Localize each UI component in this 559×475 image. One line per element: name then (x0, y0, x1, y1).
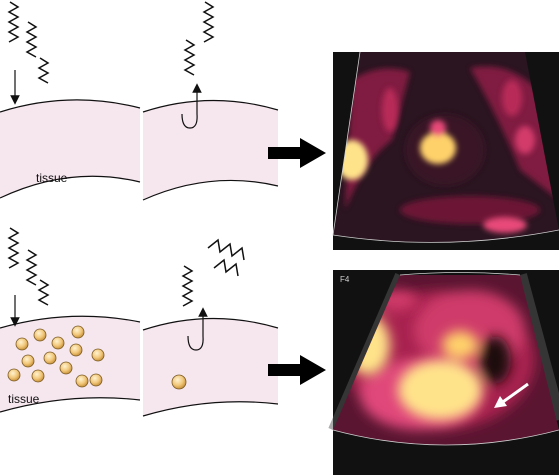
incident-wave-icon (25, 249, 38, 286)
sector-outline (332, 429, 559, 446)
tissue-label: tissue (36, 171, 68, 185)
frame-label: F4 (340, 275, 350, 284)
pointer-arrow-icon (499, 382, 529, 406)
incident-wave-icon (7, 1, 20, 43)
sector-outline (332, 51, 559, 243)
microbubble (75, 374, 89, 388)
panel-bubble-reflection (142, 238, 279, 417)
echo-image-without-contrast (332, 51, 559, 250)
tissue-slab (143, 318, 278, 416)
microbubble (51, 336, 65, 350)
microbubble (69, 343, 83, 357)
microbubble (21, 354, 35, 368)
tissue-top-edge (142, 99, 279, 113)
panel-tissue-incoming: tissue (0, 1, 141, 199)
microbubble (43, 351, 57, 365)
pointer-arrow-head (494, 396, 507, 408)
echo-image-with-contrast: F4 (328, 270, 559, 475)
reflected-wave-icon (181, 265, 194, 307)
reflected-wave-icon (202, 1, 215, 43)
microbubble (59, 361, 73, 375)
microbubble (33, 328, 47, 342)
right-arrow-icon (268, 355, 326, 385)
tissue-top-edge (0, 99, 141, 113)
tissue-bottom-edge (142, 401, 279, 417)
microbubble (71, 325, 85, 339)
tissue-label: tissue (8, 392, 40, 406)
tissue-bottom-edge (142, 179, 279, 201)
reflected-wave-icon (183, 39, 196, 76)
incident-wave-icon (25, 21, 38, 58)
reflection-hook-icon (181, 83, 202, 129)
tissue-bottom-edge (0, 397, 141, 413)
microbubble (171, 374, 187, 390)
incident-wave-icon (7, 227, 20, 269)
reflection-hook-icon (187, 307, 208, 351)
tissue-slab (0, 99, 140, 198)
microbubbles (7, 325, 105, 388)
right-arrow-icon (268, 138, 326, 168)
harmonic-wave-icon (207, 238, 245, 261)
microbubble (15, 337, 29, 351)
harmonic-wave-icon (213, 258, 239, 277)
panel-bubbles-incoming: tissue (0, 227, 141, 413)
microbubble (7, 368, 21, 382)
sector-outline (399, 272, 521, 276)
microbubble (31, 369, 45, 383)
tissue-bottom-edge (0, 175, 141, 199)
tissue-slab (143, 100, 278, 200)
incident-wave-icon (37, 57, 50, 84)
tissue-top-edge (142, 317, 279, 331)
panel-tissue-reflection (142, 1, 279, 201)
microbubble (89, 373, 103, 387)
microbubble (91, 348, 105, 362)
incident-wave-icon (37, 279, 50, 306)
